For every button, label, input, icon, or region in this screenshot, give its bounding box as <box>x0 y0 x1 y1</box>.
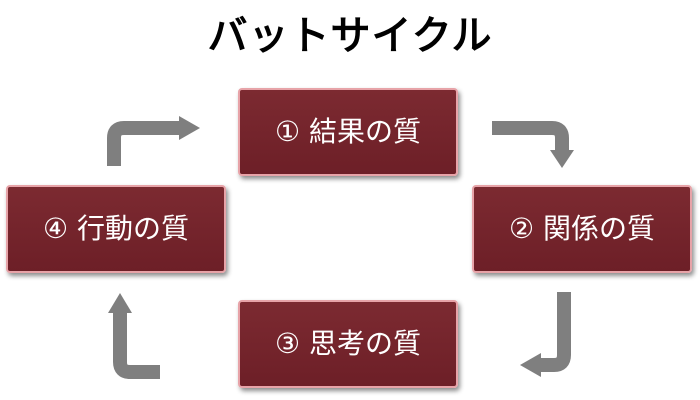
box-result-quality: ① 結果の質 <box>238 88 458 176</box>
arrow-2-to-3-icon <box>520 292 571 377</box>
box-label: ③ 思考の質 <box>274 327 421 360</box>
diagram-title: バットサイクル <box>207 13 493 59</box>
box-action-quality: ④ 行動の質 <box>6 185 226 273</box>
arrow-3-to-4-icon <box>108 293 160 379</box>
box-thinking-quality: ③ 思考の質 <box>238 300 458 388</box>
arrow-1-to-2-icon <box>492 121 574 168</box>
box-label: ② 関係の質 <box>508 212 655 245</box>
box-label: ④ 行動の質 <box>42 212 189 245</box>
box-relationship-quality: ② 関係の質 <box>472 185 692 273</box>
arrow-4-to-1-icon <box>107 116 200 166</box>
box-label: ① 結果の質 <box>274 115 421 148</box>
